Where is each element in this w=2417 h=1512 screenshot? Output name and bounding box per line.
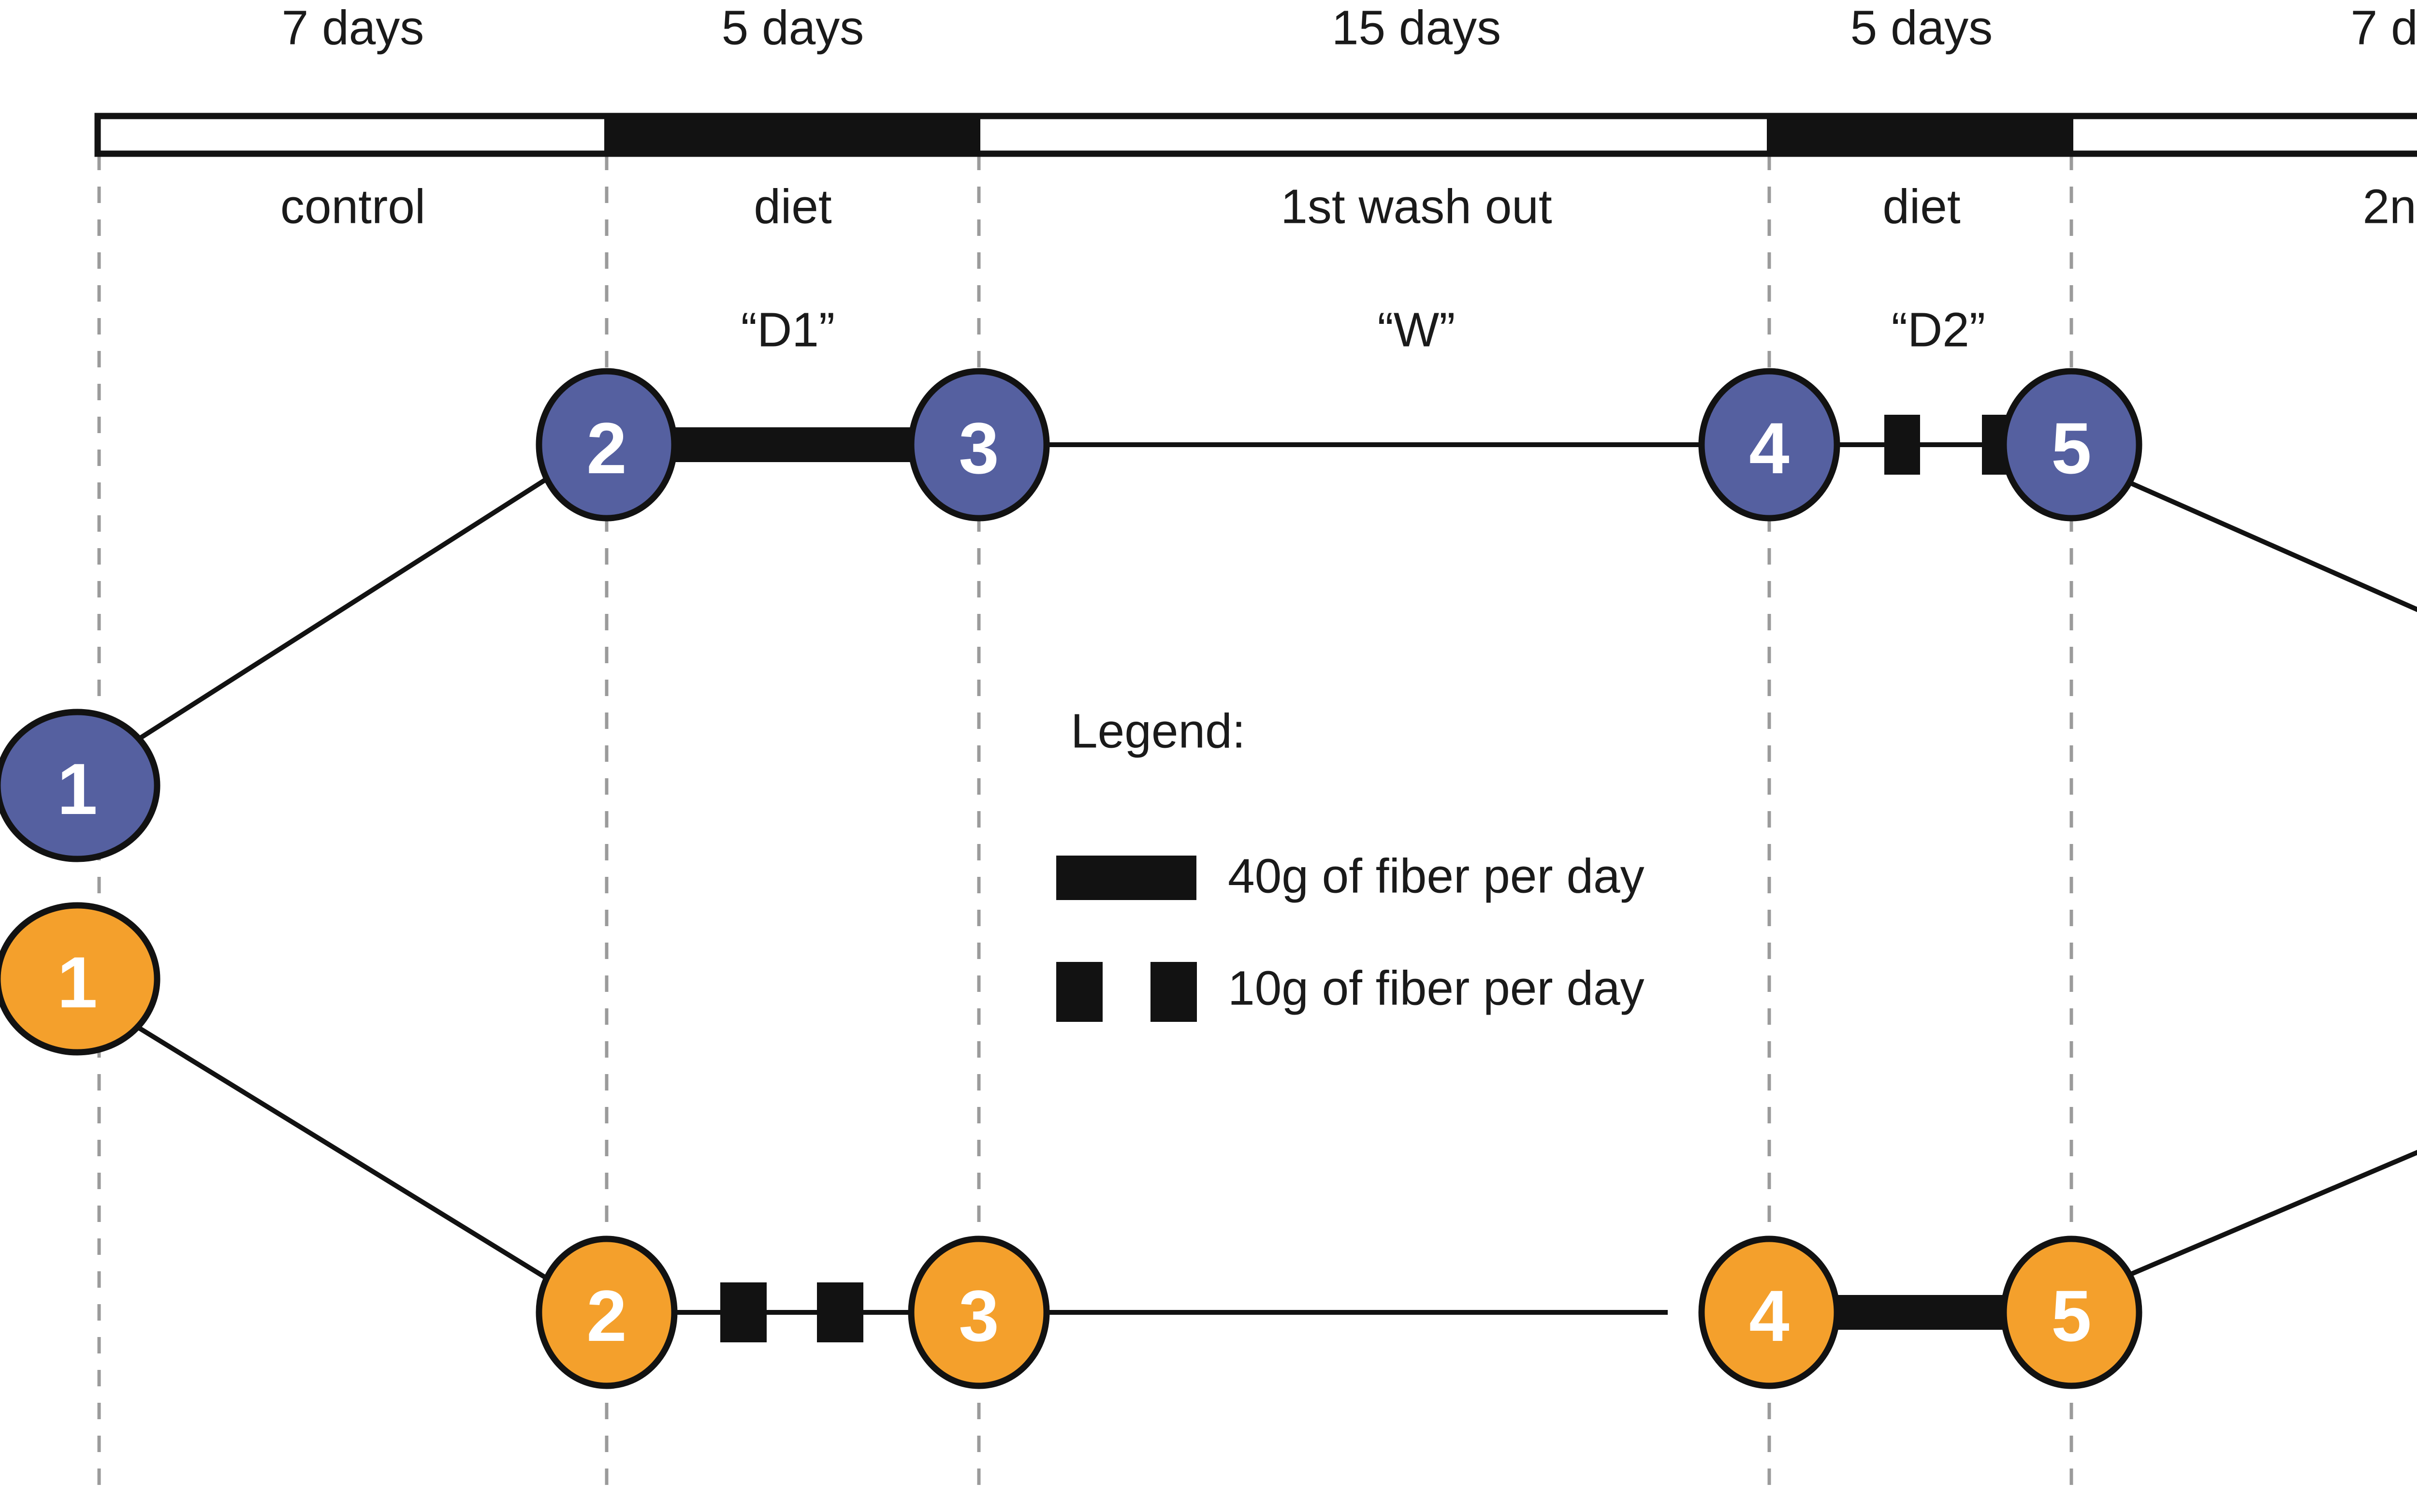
duration-label-washout1: 15 days bbox=[1332, 0, 1501, 55]
node-arm-a-1[interactable]: 1 bbox=[0, 709, 160, 862]
timeline-segment-diet1 bbox=[604, 116, 980, 154]
phase-label-diet2: diet bbox=[1882, 179, 1960, 233]
node-arm-a-1-shape[interactable] bbox=[0, 709, 160, 862]
node-arm-a-2-shape[interactable] bbox=[536, 368, 678, 522]
arm-b-nodes: 1 2 3 4 5 6 bbox=[0, 902, 2142, 1389]
code-label-w: “W” bbox=[1378, 303, 1456, 357]
phase-label-washout2: 2nd wash out bbox=[2363, 179, 2417, 233]
node-arm-a-5-shape[interactable] bbox=[2000, 368, 2142, 522]
node-arm-a-1-label: 1 bbox=[57, 748, 97, 829]
legend-label-40g: 40g of fiber per day bbox=[1228, 849, 1645, 903]
node-arm-a-3[interactable]: 3 bbox=[908, 368, 1050, 522]
arm-a-dose-square-1 bbox=[1884, 415, 1920, 475]
node-arm-a-3-label: 3 bbox=[959, 407, 999, 489]
legend-label-10g: 10g of fiber per day bbox=[1228, 961, 1645, 1015]
node-arm-b-3-label: 3 bbox=[959, 1275, 999, 1356]
arm-b-link-5-6 bbox=[2114, 1149, 2417, 1283]
arm-b-link-1-2 bbox=[136, 1025, 553, 1283]
timeline-bar bbox=[94, 113, 2417, 157]
node-arm-a-5[interactable]: 5 bbox=[2000, 368, 2142, 522]
node-arm-a-4-shape[interactable] bbox=[1698, 368, 1840, 522]
node-arm-a-4-label: 4 bbox=[1749, 407, 1789, 489]
arm-a-link-5-6 bbox=[2113, 474, 2417, 612]
node-arm-b-1[interactable]: 1 bbox=[0, 902, 160, 1056]
node-arm-b-3[interactable]: 3 bbox=[908, 1236, 1050, 1389]
node-arm-b-2-label: 2 bbox=[586, 1275, 626, 1356]
arm-a-link-1-2 bbox=[136, 474, 553, 742]
node-arm-a-2[interactable]: 2 bbox=[536, 368, 678, 522]
node-arm-b-4-label: 4 bbox=[1749, 1275, 1789, 1356]
duration-label-diet2: 5 days bbox=[1850, 0, 1993, 55]
node-arm-b-2[interactable]: 2 bbox=[536, 1236, 678, 1389]
phase-label-washout1: 1st wash out bbox=[1281, 179, 1552, 233]
node-arm-a-2-label: 2 bbox=[586, 407, 626, 489]
phase-labels: control diet 1st wash out diet 2nd wash … bbox=[280, 179, 2417, 233]
code-labels: “D1” “W” “D2” bbox=[741, 303, 1985, 357]
node-arm-a-4[interactable]: 4 bbox=[1698, 368, 1840, 522]
arm-a-nodes: 1 2 3 4 5 6 bbox=[0, 368, 2142, 862]
node-arm-b-2-shape[interactable] bbox=[536, 1236, 678, 1389]
code-label-d1: “D1” bbox=[741, 303, 835, 357]
node-arm-b-3-shape[interactable] bbox=[908, 1236, 1050, 1389]
legend-item-10g: 10g of fiber per day bbox=[1056, 961, 1645, 1022]
node-arm-b-1-shape[interactable] bbox=[0, 902, 160, 1056]
node-arm-b-5-label: 5 bbox=[2051, 1275, 2091, 1356]
arm-b-dose-square-2 bbox=[817, 1282, 863, 1342]
node-arm-b-5[interactable]: 5 bbox=[2000, 1236, 2142, 1389]
node-arm-b-5-shape[interactable] bbox=[2000, 1236, 2142, 1389]
node-arm-a-5-label: 5 bbox=[2051, 407, 2091, 489]
timeline-segment-diet2 bbox=[1767, 116, 2073, 154]
duration-label-washout2: 7 days bbox=[2351, 0, 2417, 55]
node-arm-a-3-shape[interactable] bbox=[908, 368, 1050, 522]
legend-item-40g: 40g of fiber per day bbox=[1056, 849, 1645, 903]
node-arm-b-4-shape[interactable] bbox=[1698, 1236, 1840, 1389]
legend-swatch-dashed-bar-icon-a bbox=[1056, 962, 1103, 1022]
duration-labels: 7 days 5 days 15 days 5 days 7 days bbox=[282, 0, 2417, 55]
duration-label-control: 7 days bbox=[282, 0, 424, 55]
arm-b-dose-square-1 bbox=[720, 1282, 767, 1342]
duration-label-diet1: 5 days bbox=[722, 0, 864, 55]
legend: Legend: 40g of fiber per day 10g of fibe… bbox=[1056, 704, 1645, 1022]
legend-title: Legend: bbox=[1071, 704, 1245, 758]
legend-swatch-solid-bar-icon bbox=[1056, 856, 1196, 900]
code-label-d2: “D2” bbox=[1892, 303, 1985, 357]
phase-label-diet1: diet bbox=[754, 179, 831, 233]
node-arm-b-4[interactable]: 4 bbox=[1698, 1236, 1840, 1389]
node-arm-b-1-label: 1 bbox=[57, 942, 97, 1023]
legend-swatch-dashed-bar-icon-b bbox=[1150, 962, 1197, 1022]
phase-label-control: control bbox=[280, 179, 425, 233]
